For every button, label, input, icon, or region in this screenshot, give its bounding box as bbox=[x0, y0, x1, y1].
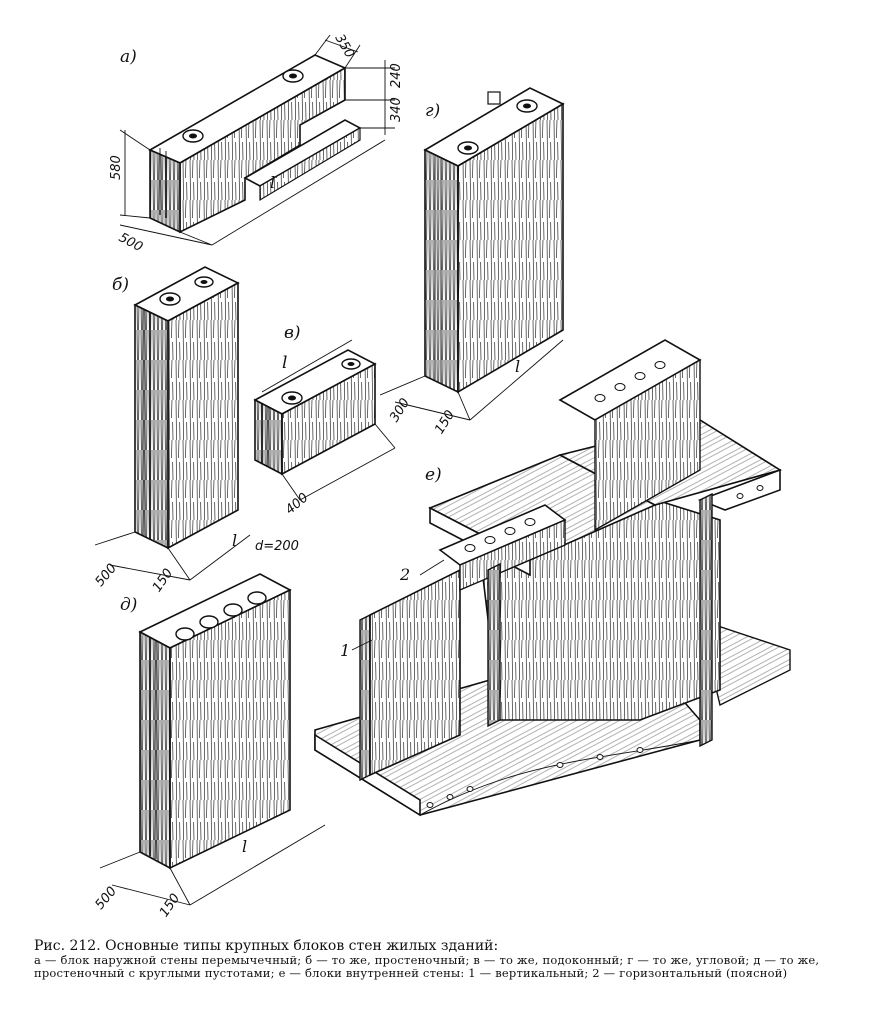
block-a-lintel bbox=[119, 34, 395, 246]
dim-b-d: d=200 bbox=[255, 539, 299, 554]
dim-g-l: l bbox=[515, 357, 520, 376]
panel-label-a: а) bbox=[120, 47, 137, 67]
panel-label-e: е) bbox=[425, 465, 442, 485]
panel-label-d: д) bbox=[120, 595, 137, 615]
caption-title: Рис. 212. Основные типы крупных блоков с… bbox=[34, 938, 499, 954]
dim-d-150: 150 bbox=[157, 891, 184, 920]
block-d-pier-voids bbox=[99, 573, 326, 906]
caption-text: а — блок наружной стены перемычечный; б … bbox=[34, 953, 820, 981]
dim-a-l: l bbox=[270, 173, 275, 192]
dim-b-l: l bbox=[232, 531, 237, 550]
dim-g-300: 300 bbox=[387, 396, 413, 425]
dim-d-l: l bbox=[242, 837, 247, 856]
dim-b-500: 500 bbox=[93, 561, 120, 590]
dim-d-500: 500 bbox=[93, 884, 120, 913]
dim-a-350: 350 bbox=[332, 32, 357, 61]
dim-a-500: 500 bbox=[116, 230, 145, 255]
dim-v-400: 400 bbox=[283, 490, 312, 517]
figure-drawing: а) 350 240 340 580 500 l г) 300 150 l б)… bbox=[93, 32, 791, 920]
dim-a-240: 240 bbox=[389, 63, 404, 88]
assembly-e-internal-walls bbox=[314, 339, 791, 817]
panel-label-g: г) bbox=[425, 101, 440, 121]
block-v-sill bbox=[253, 339, 396, 501]
block-g-corner bbox=[379, 87, 565, 421]
figure-caption: Рис. 212. Основные типы крупных блоков с… bbox=[34, 938, 864, 981]
label-e-2: 2 bbox=[399, 565, 410, 584]
panel-label-v: в) bbox=[284, 323, 301, 343]
dim-a-580: 580 bbox=[109, 155, 124, 180]
block-b-pier bbox=[94, 266, 251, 581]
dim-v-l: l bbox=[282, 353, 287, 373]
dim-a-340: 340 bbox=[389, 97, 404, 122]
label-e-1: 1 bbox=[340, 641, 350, 660]
dim-b-150: 150 bbox=[150, 566, 177, 595]
panel-label-b: б) bbox=[112, 275, 129, 295]
